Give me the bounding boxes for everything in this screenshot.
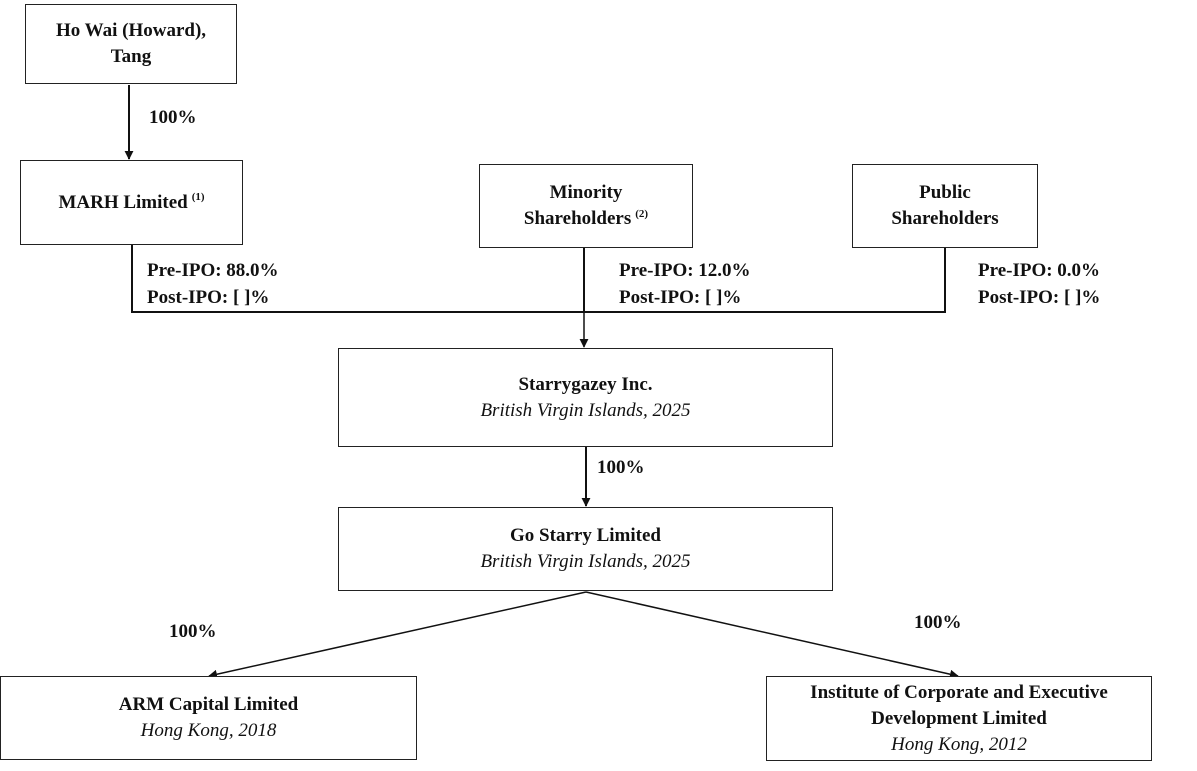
node-arm-name: ARM Capital Limited <box>118 694 299 715</box>
node-go-starry: Go Starry Limited British Virgin Islands… <box>338 507 833 591</box>
node-gostarry-place: British Virgin Islands, 2025 <box>480 551 691 572</box>
node-howard-name-line2: Tang <box>110 46 152 67</box>
edge-label-marh-post: Post-IPO: [ ]% <box>147 287 270 308</box>
node-minority-name-line2: Shareholders <box>523 208 632 229</box>
node-institute: Institute of Corporate and Executive Dev… <box>766 676 1152 761</box>
node-starrygazey: Starrygazey Inc. British Virgin Islands,… <box>338 348 833 447</box>
node-public-shareholders: Public Shareholders <box>852 164 1038 248</box>
node-public-name-line2: Shareholders <box>891 208 999 229</box>
node-starrygazey-name: Starrygazey Inc. <box>518 373 653 395</box>
node-starrygazey-place: British Virgin Islands, 2025 <box>480 399 691 421</box>
node-institute-name: Institute of Corporate and Executive <box>810 681 1108 703</box>
arrow-gostarry-to-arm <box>208 591 587 679</box>
edge-label-starrygazey-gostarry: 100% <box>597 457 645 478</box>
node-public-name: Public <box>919 182 971 203</box>
node-arm-place: Hong Kong, 2018 <box>140 720 277 741</box>
edge-label-howard-marh: 100% <box>149 107 197 128</box>
edge-label-public-post: Post-IPO: [ ]% <box>978 287 1101 308</box>
node-minority-footnote: (2) <box>635 207 649 220</box>
node-marh-name-row: MARH Limited(1) <box>58 190 204 216</box>
node-institute-place: Hong Kong, 2012 <box>891 733 1027 755</box>
node-minority-name-row2: Shareholders(2) <box>524 206 648 232</box>
node-institute-name-line2: Development Limited <box>871 707 1047 729</box>
node-gostarry-name: Go Starry Limited <box>510 525 661 546</box>
edge-label-minority-post: Post-IPO: [ ]% <box>619 287 742 308</box>
edge-label-marh-pre: Pre-IPO: 88.0% <box>147 260 279 281</box>
node-marh-footnote: (1) <box>191 191 205 204</box>
node-minority-name: Minority <box>549 182 623 203</box>
node-howard-tang: Ho Wai (Howard), Tang <box>25 4 237 84</box>
arrow-gostarry-to-institute <box>585 591 959 679</box>
edge-label-gostarry-institute: 100% <box>914 612 962 633</box>
node-howard-name: Ho Wai (Howard), <box>55 20 207 41</box>
node-marh-name: MARH Limited <box>58 191 188 213</box>
node-arm-capital: ARM Capital Limited Hong Kong, 2018 <box>0 676 417 760</box>
node-marh-limited: MARH Limited(1) <box>20 160 243 245</box>
edge-label-minority-pre: Pre-IPO: 12.0% <box>619 260 751 281</box>
node-minority-shareholders: Minority Shareholders(2) <box>479 164 693 248</box>
edge-label-public-pre: Pre-IPO: 0.0% <box>978 260 1101 281</box>
edge-label-gostarry-arm: 100% <box>169 621 217 642</box>
